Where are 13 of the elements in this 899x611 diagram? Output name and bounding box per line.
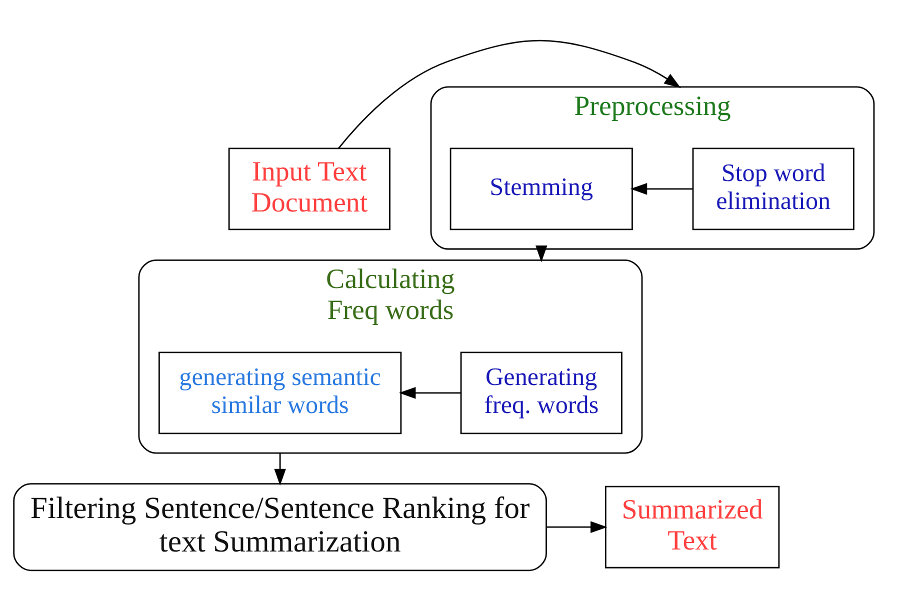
node-box: generating semantic similar words	[158, 352, 402, 434]
arrow	[546, 521, 608, 533]
node-box: Generating freq. words	[460, 352, 622, 434]
node-box: Input Text Document	[228, 148, 390, 230]
arrow	[630, 183, 693, 195]
node-box: Summarized Text	[604, 486, 780, 568]
arrow	[274, 453, 286, 486]
node-box: Stemming	[450, 148, 633, 230]
node-box: Stop word elimination	[692, 148, 854, 230]
arrow	[398, 387, 461, 399]
arrow	[536, 246, 548, 262]
arrow	[338, 40, 681, 149]
node-box: Filtering Sentence/Sentence Ranking for text Summarization	[13, 483, 547, 572]
